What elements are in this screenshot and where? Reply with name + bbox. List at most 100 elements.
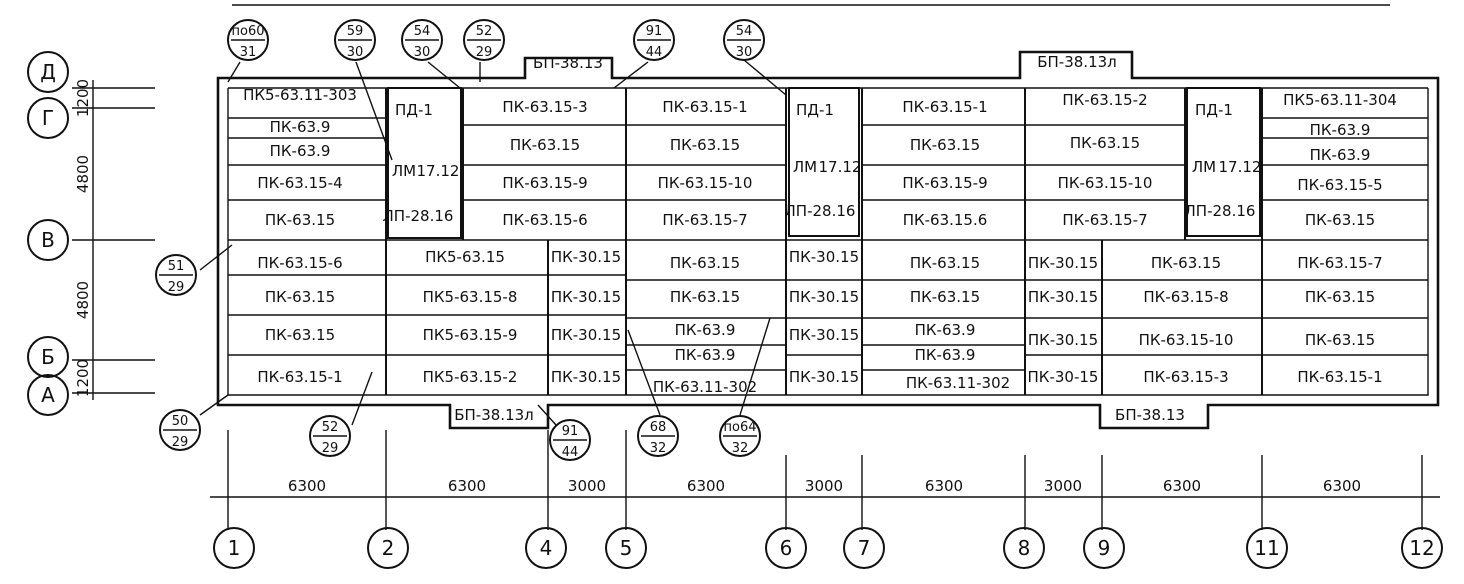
dimension-label: 6300	[687, 477, 725, 495]
dimension-label: 6300	[288, 477, 326, 495]
svg-text:44: 44	[646, 45, 663, 60]
callout-circles: по60315930543052299144543051295029522991…	[155, 19, 765, 461]
slab-label: ЛМ	[793, 158, 817, 176]
slab-label: ПК-63.15	[910, 136, 980, 154]
slab-label: 17.12	[1219, 158, 1262, 176]
svg-text:2: 2	[382, 536, 395, 560]
slab-label: ПК-63.15-7	[1062, 211, 1147, 229]
dimension-label: 6300	[1163, 477, 1201, 495]
slab-label: ПК-63.9	[1310, 121, 1371, 139]
dimension-label: 4800	[74, 281, 92, 319]
slab-label: ПК-63.15-10	[658, 174, 753, 192]
svg-text:29: 29	[172, 435, 189, 450]
slab-label: ПК-63.15-1	[257, 368, 342, 386]
slab-label: ПК-63.11-302	[906, 374, 1010, 392]
svg-text:44: 44	[562, 445, 579, 460]
slab-label: ПК-63.15-9	[902, 174, 987, 192]
slab-label: ПК-63.9	[915, 321, 976, 339]
svg-text:12: 12	[1409, 536, 1434, 560]
svg-text:52: 52	[322, 420, 339, 435]
slab-label: ПК-63.15	[1070, 134, 1140, 152]
vertical-walls	[385, 88, 1263, 395]
svg-text:54: 54	[736, 24, 753, 39]
dimension-label: 3000	[805, 477, 843, 495]
slab-label: ПК-30.15	[1028, 288, 1098, 306]
dimension-label: 4800	[74, 155, 92, 193]
dimension-label: 3000	[1044, 477, 1082, 495]
slab-label: ПК-63.9	[270, 142, 331, 160]
callout-circle: по64 32	[719, 415, 761, 457]
svg-text:91: 91	[562, 424, 579, 439]
slab-label: ПК-63.15	[910, 254, 980, 272]
svg-text:В: В	[41, 228, 55, 252]
svg-text:31: 31	[240, 45, 257, 60]
dimension-label: 6300	[448, 477, 486, 495]
slab-label: ПК-63.15-1	[902, 98, 987, 116]
svg-text:8: 8	[1018, 536, 1031, 560]
callout-circle: по60 31	[227, 19, 269, 61]
svg-text:9: 9	[1098, 536, 1111, 560]
slab-label: ПК-63.15-3	[502, 98, 587, 116]
slab-label: ПК-63.15	[265, 326, 335, 344]
svg-text:11: 11	[1254, 536, 1279, 560]
slab-label: ПК-63.15-4	[257, 174, 342, 192]
slab-label: ПК-63.15	[265, 288, 335, 306]
slab-label: БП-38.13л	[454, 406, 534, 424]
axis-bubble-Г: Г	[27, 97, 69, 139]
slab-label: ПК-63.15	[1151, 254, 1221, 272]
slab-label: ПК-30.15	[1028, 331, 1098, 349]
slab-label: ПК-63.9	[675, 321, 736, 339]
slab-label: ПК5-63.11-303	[243, 86, 357, 104]
slab-label: ПК-63.15-10	[1058, 174, 1153, 192]
slab-label: ПК-30.15	[551, 368, 621, 386]
slab-label: ПК-63.15	[1305, 288, 1375, 306]
slab-label: ПК-30.15	[551, 326, 621, 344]
slab-label: ПК-63.15-6	[257, 254, 342, 272]
axis-bubble-4: 4	[525, 527, 567, 569]
axis-bubble-1: 1	[213, 527, 255, 569]
axis-bubble-Д: Д	[27, 51, 69, 93]
svg-text:68: 68	[650, 420, 667, 435]
svg-text:по60: по60	[232, 24, 265, 39]
slab-label: ПК-30-15	[1028, 368, 1099, 386]
svg-text:50: 50	[172, 414, 189, 429]
svg-text:1: 1	[228, 536, 241, 560]
axis-bubble-9: 9	[1083, 527, 1125, 569]
dimension-label: 3000	[568, 477, 606, 495]
svg-text:32: 32	[650, 441, 667, 456]
svg-text:Б: Б	[41, 345, 55, 369]
slab-joints	[228, 117, 1428, 371]
slab-label: ПК-63.15-5	[1297, 176, 1382, 194]
slab-label: ПД-1	[1195, 101, 1233, 119]
slab-label: 17.12	[819, 158, 862, 176]
slab-label: ПК-63.9	[915, 346, 976, 364]
horizontal-axis-lines	[210, 430, 1440, 530]
slab-label: ПК5-63.15	[425, 248, 505, 266]
slab-label: ПК-63.15-8	[1143, 288, 1228, 306]
slab-label: ПК-63.15-1	[1297, 368, 1382, 386]
dimension-label: 1200	[74, 79, 92, 117]
svg-text:5: 5	[620, 536, 633, 560]
slab-label: ПК-63.9	[675, 346, 736, 364]
slab-label: ПК-30.15	[789, 368, 859, 386]
slab-label: ПК-63.15	[1305, 331, 1375, 349]
slab-label: ПК5-63.15-9	[423, 326, 518, 344]
slab-label: ПД-1	[796, 101, 834, 119]
svg-text:59: 59	[347, 24, 364, 39]
slab-label: ПК-63.15-7	[662, 211, 747, 229]
svg-text:32: 32	[732, 441, 749, 456]
svg-text:по64: по64	[724, 420, 757, 435]
svg-text:4: 4	[540, 536, 553, 560]
slab-label: БП-38.13	[1115, 406, 1185, 424]
slab-label: ПК5-63.11-304	[1283, 91, 1397, 109]
